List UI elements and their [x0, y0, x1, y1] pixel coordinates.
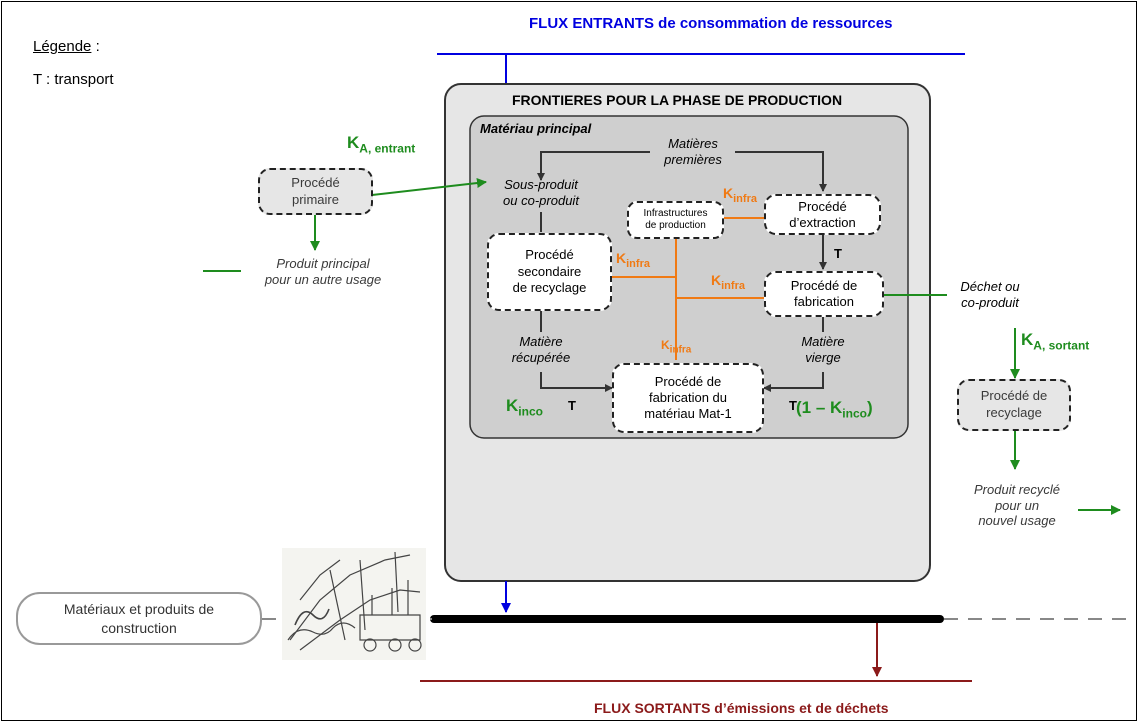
coef-k-infra-left: Kinfra — [616, 250, 650, 271]
coef-k-infra-left-sub: infra — [626, 257, 650, 270]
box-extraction: Procédé d’extraction — [764, 194, 881, 235]
box-materiaux: Matériaux et produits de construction — [16, 592, 262, 645]
box-secondaire: Procédé secondaire de recyclage — [487, 233, 612, 311]
infra-lines — [612, 217, 764, 360]
coef-k-a-entrant: KA, entrant — [347, 133, 415, 156]
arrow-mp-right — [735, 151, 827, 192]
coef-k-infra-bottom-sub: infra — [669, 344, 692, 356]
box-materiaux-label: Matériaux et produits de construction — [63, 601, 215, 636]
coef-k-a-entrant-main: K — [347, 133, 360, 152]
flux-in-label: FLUX ENTRANTS de consommation de ressour… — [529, 15, 893, 32]
coef-k-inco-main: K — [506, 396, 519, 415]
main-material-title: Matériau principal — [480, 121, 592, 136]
coef-k-inco: Kinco — [506, 396, 543, 419]
node-matiere-vierge: Matière vierge — [801, 334, 845, 365]
box-infrastructures: Infrastructures de production — [627, 201, 724, 239]
box-fabrication-mat-label: Procédé de fabrication du matériau Mat-1 — [644, 373, 732, 422]
transport-label-extraction: T — [834, 246, 842, 261]
node-dechet: Déchet ou co-produit — [960, 279, 1020, 310]
arrow-recuperee — [540, 372, 613, 392]
coef-one-minus-suffix: ) — [866, 398, 873, 417]
box-fabrication-label: Procédé de fabrication — [790, 277, 858, 309]
node-produit-recycle: Produit recyclé pour un nouvel usage — [974, 482, 1060, 529]
flux-out-label: FLUX SORTANTS d’émissions et de déchets — [594, 700, 889, 716]
arrow-vierge — [763, 372, 824, 392]
arrow-mp-left — [537, 151, 650, 181]
coef-k-infra-right-sub: infra — [721, 279, 745, 292]
box-fabrication: Procédé de fabrication — [764, 271, 884, 317]
coef-k-infra-top-main: K — [723, 185, 734, 201]
legend-title: Légende : — [33, 38, 100, 56]
legend-entry: T : transport — [33, 71, 114, 88]
coef-k-inco-sub: inco — [518, 404, 543, 419]
coef-k-a-entrant-sub: A, entrant — [359, 141, 416, 156]
box-procede-primaire-label: Procédé primaire — [291, 174, 340, 207]
legend-title-colon: : — [91, 38, 100, 55]
arrow-primaire-to-sousproduit — [371, 178, 487, 196]
coef-k-infra-left-main: K — [616, 250, 627, 266]
legend-title-text: Légende — [33, 38, 92, 55]
box-procede-recyclage-label: Procédé de recyclage — [980, 388, 1048, 420]
node-matiere-recuperee: Matière récupérée — [511, 334, 571, 365]
coef-k-a-sortant: KA, sortant — [1021, 330, 1089, 353]
frontier-title: FRONTIERES POUR LA PHASE DE PRODUCTION — [512, 92, 843, 108]
coef-k-infra-right: Kinfra — [711, 272, 745, 293]
coef-k-infra-bottom: Kinfra — [661, 338, 691, 356]
transport-label-vierge: T — [789, 398, 797, 413]
box-fabrication-mat: Procédé de fabrication du matériau Mat-1 — [612, 363, 764, 433]
box-secondaire-label: Procédé secondaire de recyclage — [512, 246, 587, 296]
box-infrastructures-label: Infrastructures de production — [643, 208, 708, 231]
coef-one-minus-k-inco: (1 – Kinco) — [796, 398, 873, 421]
coef-k-infra-right-main: K — [711, 272, 722, 288]
node-produit-principal: Produit principal pour un autre usage — [264, 256, 382, 287]
coef-k-infra-bottom-main: K — [661, 338, 670, 352]
box-procede-recyclage: Procédé de recyclage — [957, 379, 1071, 431]
coef-k-a-sortant-main: K — [1021, 330, 1034, 349]
coef-one-minus-sub: inco — [842, 406, 867, 421]
coef-one-minus-prefix: (1 – K — [796, 398, 843, 417]
node-sous-produit: Sous-produit ou co-produit — [503, 177, 579, 208]
construction-sketch-image — [282, 548, 426, 660]
box-procede-primaire: Procédé primaire — [258, 168, 373, 215]
coef-k-infra-top-sub: infra — [733, 192, 757, 205]
node-matieres-premieres: Matières premières — [664, 136, 722, 167]
transport-label-recuperee: T — [568, 398, 576, 413]
coef-k-a-sortant-sub: A, sortant — [1033, 338, 1090, 353]
coef-k-infra-top: Kinfra — [723, 185, 757, 206]
box-extraction-label: Procédé d’extraction — [789, 198, 856, 230]
